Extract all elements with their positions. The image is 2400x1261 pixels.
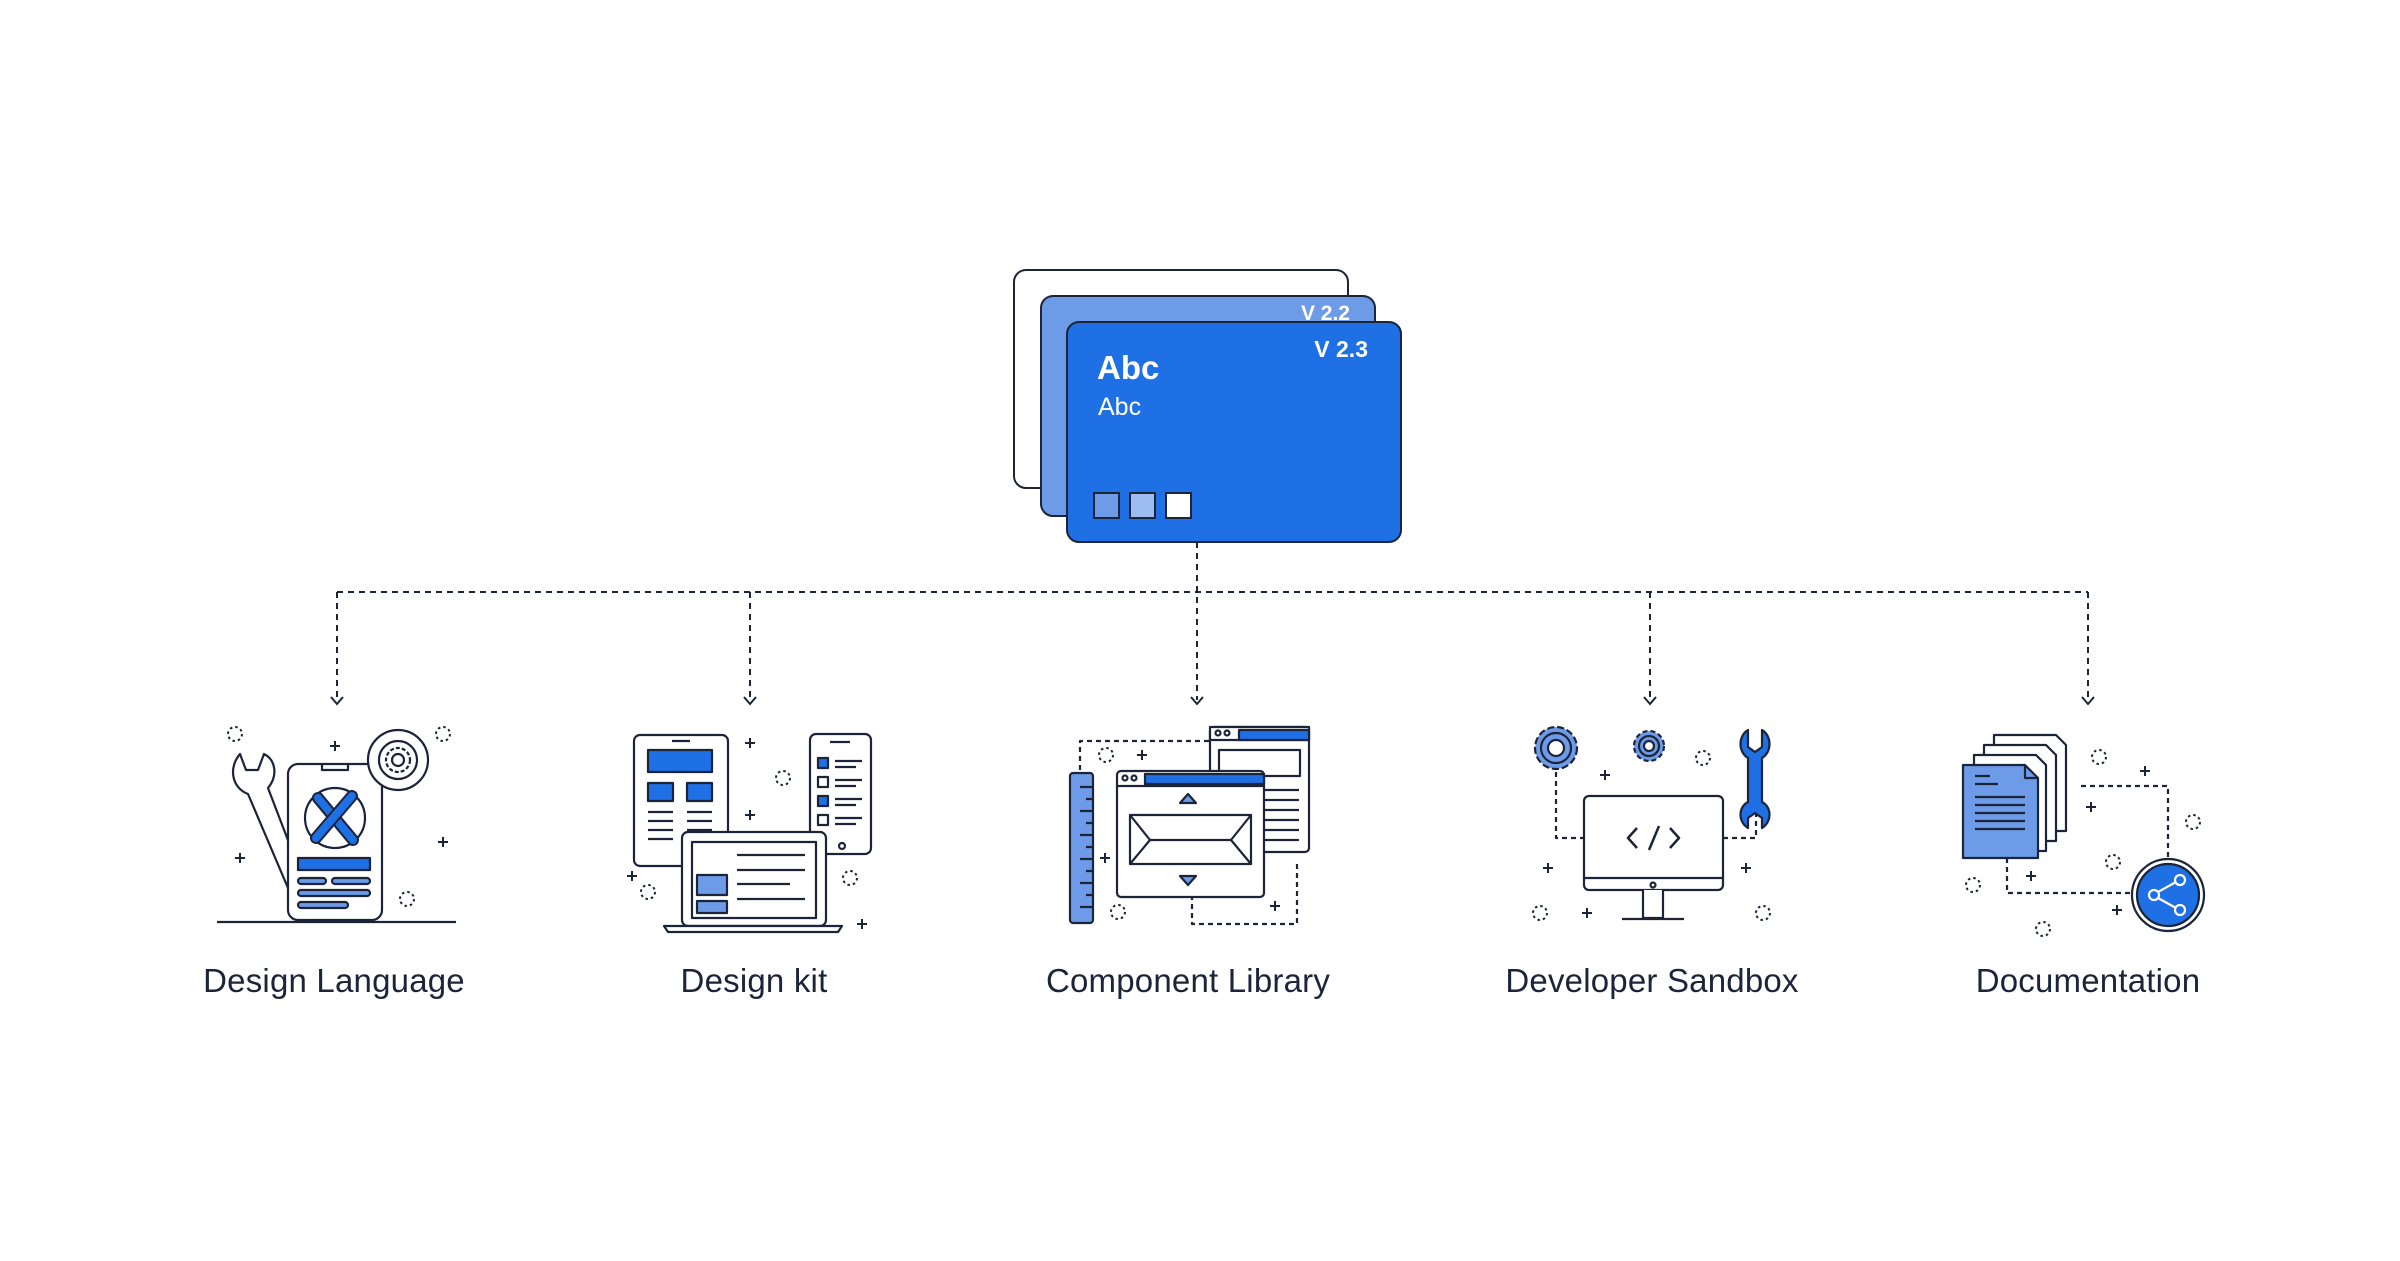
- card-title: Abc: [1097, 349, 1159, 386]
- connector-arrowheads: [330, 696, 2095, 706]
- connector-lines: [336, 542, 2089, 700]
- component-library-icon: [1068, 725, 1311, 926]
- design-kit-icon: [625, 732, 873, 934]
- developer-sandbox-icon: [1531, 725, 1772, 922]
- node-label-design-language: Design Language: [203, 962, 465, 999]
- version-card-front: [1066, 321, 1402, 543]
- node-label-developer-sandbox: Developer Sandbox: [1505, 962, 1799, 999]
- node-label-design-kit: Design kit: [680, 962, 828, 999]
- card-swatch-2: [1129, 492, 1156, 519]
- card-swatch-1: [1093, 492, 1120, 519]
- version-card-middle-label: V 2.2: [1301, 302, 1350, 325]
- design-language-icon: [217, 725, 456, 924]
- card-swatch-3: [1165, 492, 1192, 519]
- documentation-icon: [1961, 733, 2206, 938]
- node-label-documentation: Documentation: [1975, 962, 2201, 999]
- node-label-component-library: Component Library: [1045, 962, 1331, 999]
- version-card-front-label: V 2.3: [1314, 336, 1368, 362]
- version-card-stack: V 2.2 V 2.3 Abc Abc: [1013, 269, 1402, 543]
- card-subtitle: Abc: [1098, 393, 1141, 421]
